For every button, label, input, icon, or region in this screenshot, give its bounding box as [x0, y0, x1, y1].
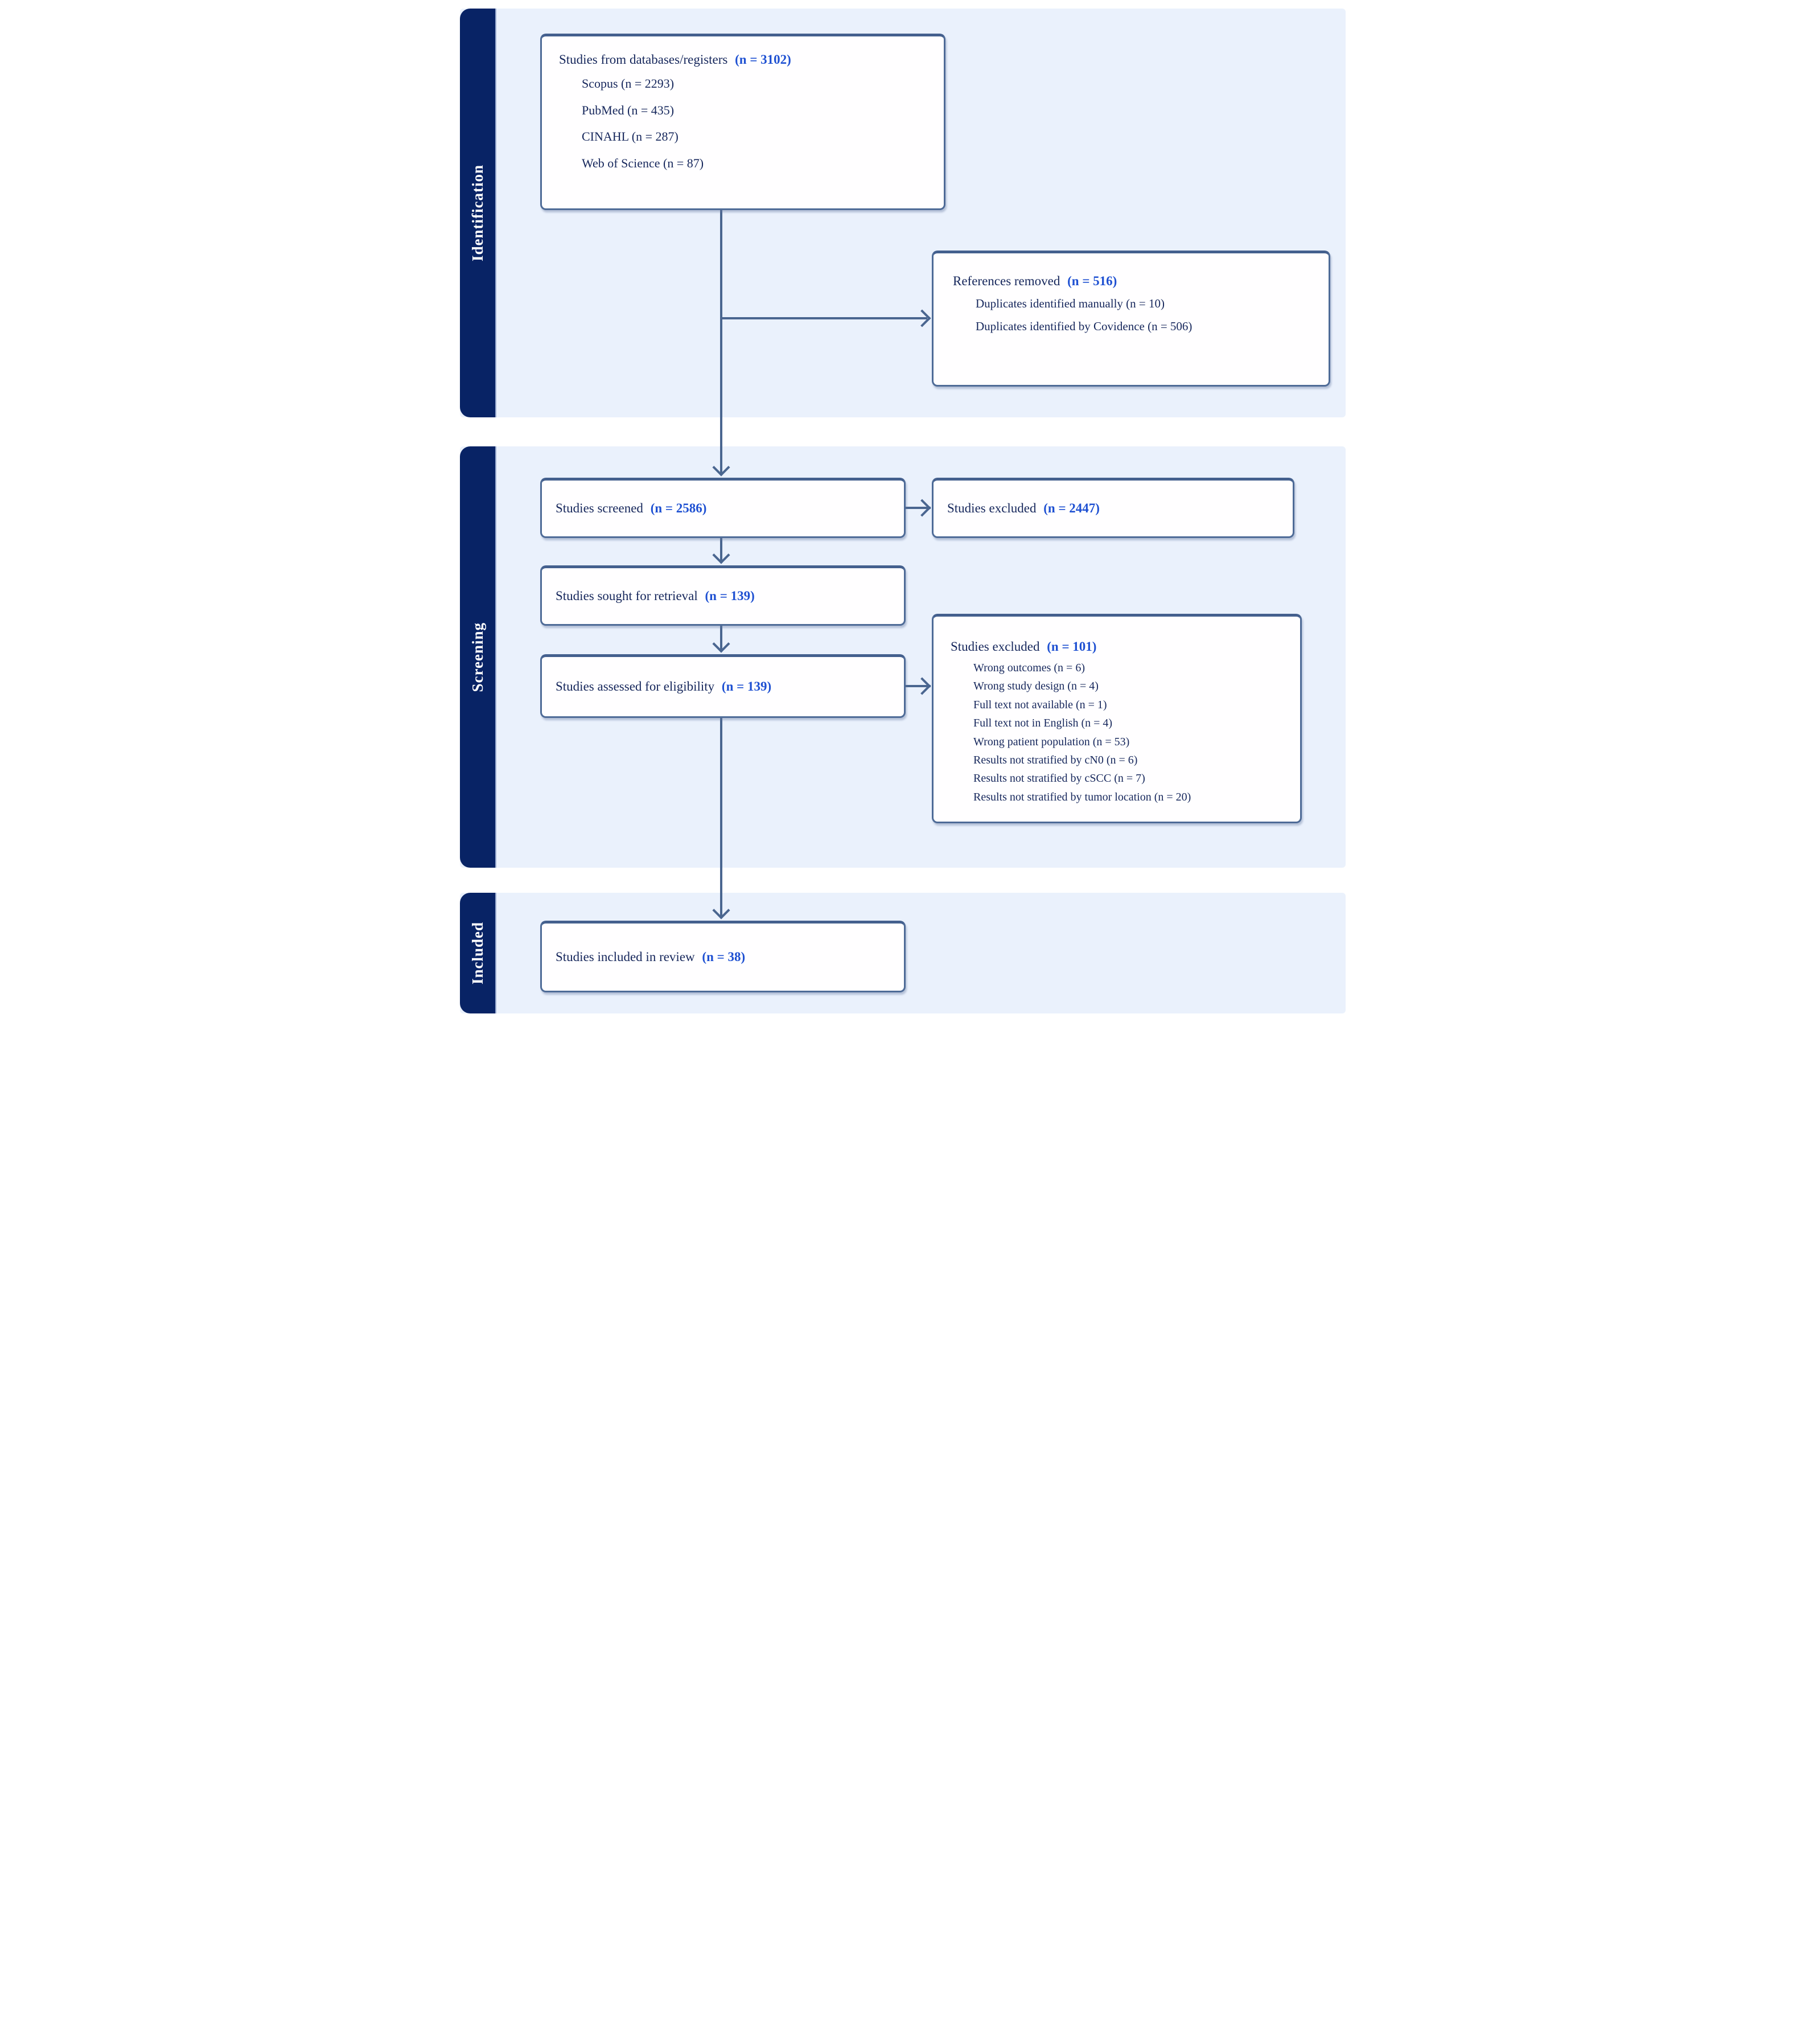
- box-label: Studies from databases/registers: [559, 52, 728, 67]
- list-item: Web of Science (n = 87): [582, 155, 704, 170]
- sidebar-tab-identification: Identification: [460, 9, 496, 417]
- list-item: Full text not in English (n = 4): [973, 717, 1113, 730]
- box-studies-excluded-screening: Studies excluded (n = 2447): [932, 478, 1294, 538]
- box-label: Studies sought for retrieval: [556, 589, 698, 603]
- list-item: Results not stratified by cSCC (n = 7): [973, 772, 1145, 785]
- arrow-screened-to-sought: [720, 538, 722, 561]
- sidebar-tab-included: Included: [460, 893, 496, 1013]
- box-count: (n = 38): [702, 950, 746, 964]
- box-title: References removed (n = 516): [953, 274, 1321, 289]
- arrow-databases-to-screened: [720, 210, 722, 473]
- arrow-screened-to-excluded: [906, 507, 931, 509]
- box-studies-assessed: Studies assessed for eligibility (n = 13…: [540, 654, 906, 718]
- prisma-flow-diagram: Identification Screening Included Studie…: [450, 0, 1351, 1022]
- box-title: Studies sought for retrieval (n = 139): [556, 589, 755, 604]
- box-title: Studies from databases/registers (n = 31…: [559, 52, 934, 67]
- box-label: Studies assessed for eligibility: [556, 679, 715, 693]
- box-count: (n = 516): [1067, 274, 1117, 288]
- sidebar-label-identification: Identification: [468, 164, 486, 261]
- box-label: References removed: [953, 274, 1060, 288]
- arrow-to-references-removed: [721, 317, 927, 319]
- list-item: CINAHL (n = 287): [582, 129, 679, 144]
- box-studies-from-databases: Studies from databases/registers (n = 31…: [540, 34, 945, 210]
- box-count: (n = 139): [721, 679, 772, 693]
- list-item: Wrong study design (n = 4): [973, 680, 1099, 693]
- box-count: (n = 101): [1047, 639, 1097, 654]
- sidebar-tab-screening: Screening: [460, 446, 496, 868]
- list-item: Wrong outcomes (n = 6): [973, 662, 1085, 674]
- box-studies-sought: Studies sought for retrieval (n = 139): [540, 565, 906, 626]
- list-item: Wrong patient population (n = 53): [973, 735, 1130, 748]
- box-count: (n = 139): [705, 589, 755, 603]
- arrow-sought-to-assessed: [720, 626, 722, 650]
- box-title: Studies assessed for eligibility (n = 13…: [556, 679, 771, 694]
- box-count: (n = 2447): [1043, 501, 1100, 515]
- arrow-assessed-to-excluded: [906, 685, 931, 687]
- list-item: Full text not available (n = 1): [973, 698, 1107, 711]
- box-references-removed: References removed (n = 516) Duplicates …: [932, 251, 1330, 387]
- list-item: Scopus (n = 2293): [582, 76, 675, 91]
- box-item-list: Wrong outcomes (n = 6) Wrong study desig…: [973, 659, 1293, 806]
- box-title: Studies excluded (n = 2447): [947, 501, 1100, 516]
- box-studies-screened: Studies screened (n = 2586): [540, 478, 906, 538]
- box-studies-excluded-eligibility: Studies excluded (n = 101) Wrong outcome…: [932, 614, 1302, 823]
- arrow-assessed-to-included: [720, 718, 722, 917]
- sidebar-label-screening: Screening: [468, 622, 486, 692]
- box-title: Studies excluded (n = 101): [951, 639, 1293, 654]
- box-count: (n = 2586): [650, 501, 707, 515]
- list-item: Duplicates identified manually (n = 10): [976, 297, 1165, 310]
- list-item: Results not stratified by cN0 (n = 6): [973, 753, 1138, 766]
- list-item: Results not stratified by tumor location…: [973, 790, 1191, 803]
- box-count: (n = 3102): [735, 52, 791, 67]
- box-label: Studies excluded: [951, 639, 1040, 654]
- box-title: Studies included in review (n = 38): [556, 950, 745, 964]
- list-item: PubMed (n = 435): [582, 102, 675, 117]
- box-label: Studies screened: [556, 501, 643, 515]
- box-label: Studies excluded: [947, 501, 1037, 515]
- box-item-list: Duplicates identified manually (n = 10) …: [976, 292, 1321, 338]
- box-item-list: Scopus (n = 2293) PubMed (n = 435) CINAH…: [582, 71, 934, 177]
- sidebar-label-included: Included: [468, 921, 486, 985]
- box-title: Studies screened (n = 2586): [556, 501, 706, 516]
- box-label: Studies included in review: [556, 950, 695, 964]
- list-item: Duplicates identified by Covidence (n = …: [976, 319, 1193, 334]
- box-studies-included: Studies included in review (n = 38): [540, 921, 906, 992]
